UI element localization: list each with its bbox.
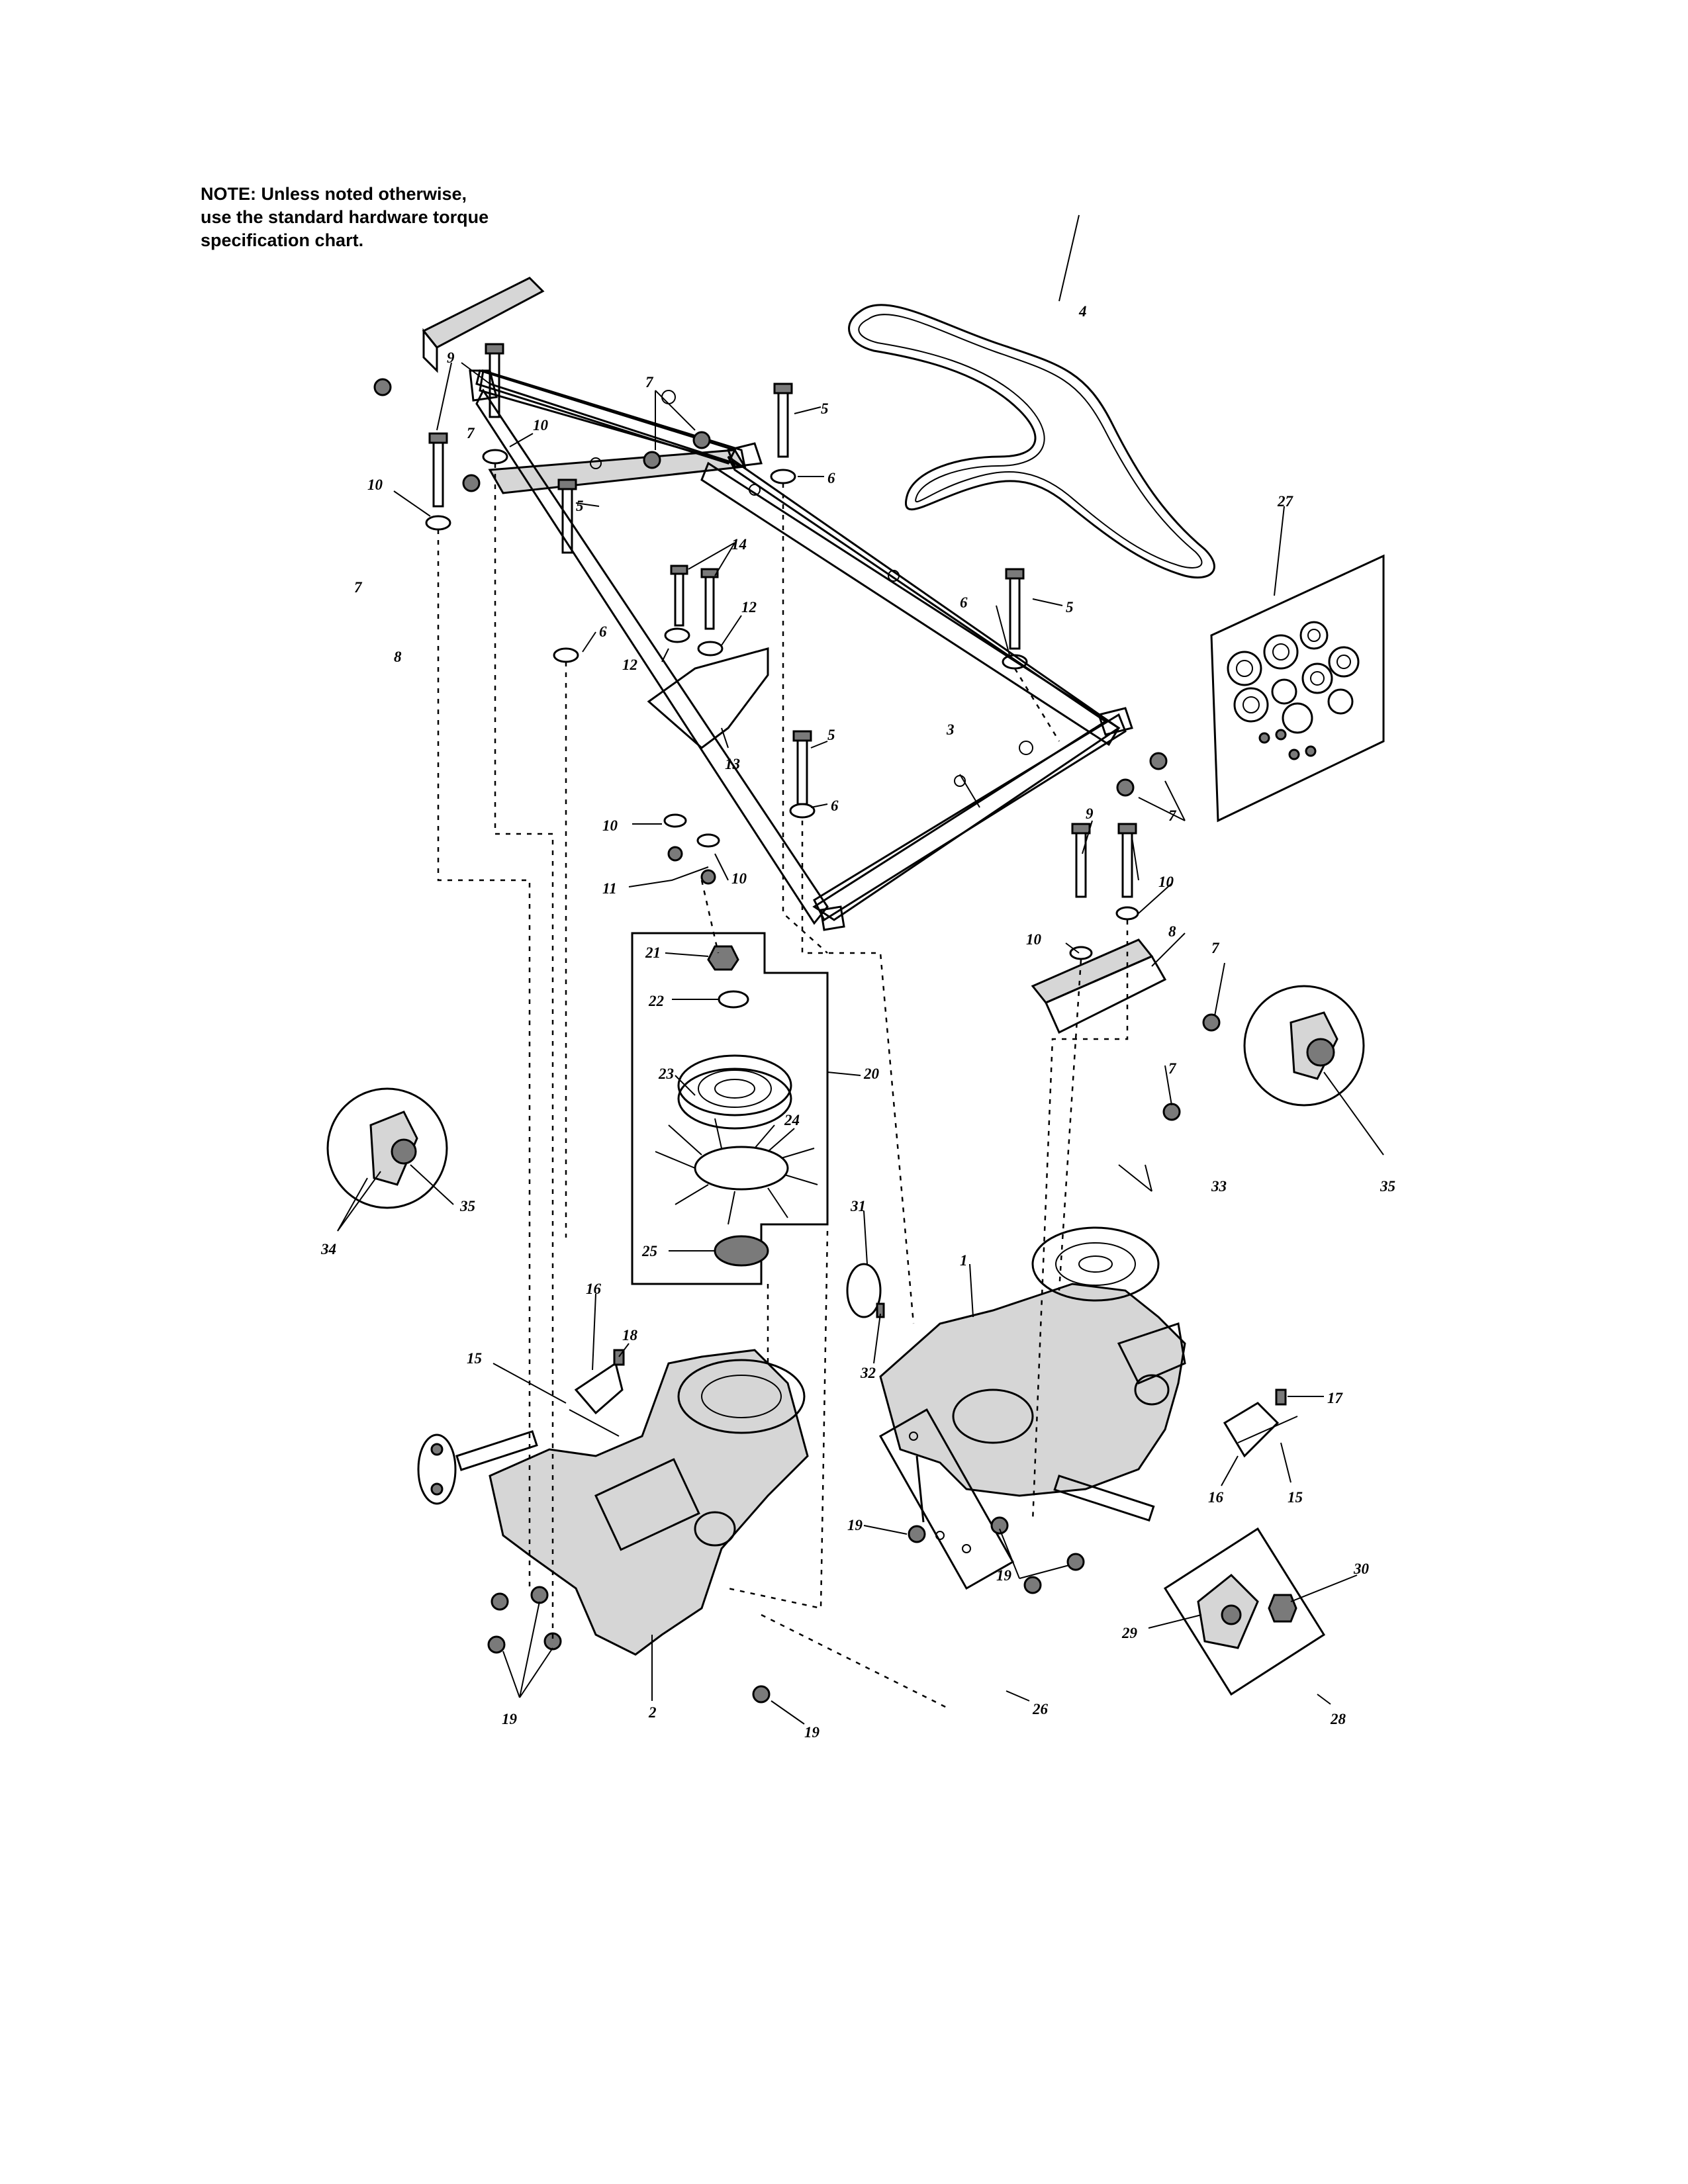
callout-26: 26 [1032, 1701, 1049, 1717]
callout-22: 22 [648, 993, 664, 1009]
callout-29: 29 [1121, 1625, 1138, 1641]
transaxle-right [879, 1226, 1186, 1522]
callout-16-left: 16 [586, 1281, 602, 1297]
callout-15-right: 15 [1288, 1489, 1303, 1506]
callout-25: 25 [641, 1243, 657, 1259]
callout-7-upper-left: 7 [467, 425, 475, 441]
callout-1: 1 [960, 1252, 968, 1269]
callout-6-lower: 6 [831, 797, 839, 814]
callout-19-left: 19 [502, 1711, 518, 1727]
callout-19-mid-left: 19 [847, 1517, 863, 1533]
note-line-3: specification chart. [201, 230, 364, 250]
callout-18: 18 [622, 1327, 638, 1343]
detail-circle-right [1243, 985, 1365, 1107]
callout-6-mid: 6 [599, 623, 607, 640]
callout-7-right-lower: 7 [1168, 1060, 1177, 1077]
callout-9-right: 9 [1086, 805, 1094, 822]
callout-3: 3 [946, 721, 955, 738]
callout-12-right: 12 [741, 599, 757, 615]
pulley-fan-kit-panel [631, 932, 829, 1285]
leader-lines [337, 214, 1384, 1725]
callout-7-far-right: 7 [1168, 807, 1177, 824]
detail-circle-left [326, 1087, 448, 1209]
callout-31: 31 [850, 1198, 866, 1214]
callout-20: 20 [863, 1066, 880, 1082]
callout-11: 11 [602, 880, 617, 897]
callout-33: 33 [1211, 1178, 1227, 1195]
callout-6-right: 6 [960, 594, 968, 611]
hardware-washers [425, 449, 1139, 960]
hardware-bolts [428, 343, 1137, 898]
mounting-plate [647, 647, 769, 749]
callout-7-left: 7 [354, 579, 363, 596]
callout-15-left: 15 [467, 1350, 482, 1367]
callout-10-lower-mid: 10 [731, 870, 747, 887]
assembly-lines [437, 463, 1129, 1709]
callout-2: 2 [648, 1704, 657, 1721]
lug-nuts [487, 1516, 1085, 1704]
callout-8-right: 8 [1168, 923, 1176, 940]
callout-35-right: 35 [1380, 1178, 1395, 1195]
callout-numbers: 9 10 7 10 5 7 8 7 5 6 4 5 6 6 14 12 12 1… [320, 303, 1395, 1741]
hardware-nuts [373, 378, 1221, 1121]
callout-10-left: 10 [367, 477, 383, 493]
callout-6-top: 6 [827, 470, 835, 486]
callout-5-left: 5 [576, 498, 584, 514]
callout-27: 27 [1277, 493, 1294, 510]
frame-weldment [469, 369, 1133, 931]
callout-17: 17 [1327, 1390, 1344, 1406]
note-line-2: use the standard hardware torque [201, 207, 489, 227]
callout-7-right-upper: 7 [1211, 940, 1220, 956]
callout-5-lower: 5 [827, 727, 835, 743]
callout-12-left: 12 [622, 657, 637, 673]
callout-8-left: 8 [394, 649, 402, 665]
callout-10-lower-left: 10 [602, 817, 618, 834]
control-arm-left [569, 1349, 625, 1437]
callout-32: 32 [860, 1365, 876, 1381]
callout-10-right-lower: 10 [1026, 931, 1042, 948]
bracket-left [422, 277, 545, 373]
torque-note: NOTE: Unless noted otherwise, use the st… [201, 183, 489, 252]
note-line-1: NOTE: Unless noted otherwise, [201, 184, 467, 204]
callout-9: 9 [447, 349, 455, 366]
callout-7-top: 7 [645, 374, 654, 390]
spacer-washer [846, 1263, 882, 1318]
seal-kit-panel [1210, 554, 1385, 823]
callout-5-top: 5 [821, 400, 829, 417]
transaxle-left [417, 1349, 809, 1656]
callout-10-top: 10 [533, 417, 549, 433]
bracket-right [1031, 938, 1167, 1034]
callout-14: 14 [731, 536, 747, 553]
callout-19-mid: 19 [996, 1567, 1012, 1584]
callout-10-right: 10 [1158, 874, 1174, 890]
callout-19-bottom: 19 [804, 1724, 820, 1741]
axle-hub-kit-panel [1163, 1527, 1326, 1696]
callout-28: 28 [1330, 1711, 1346, 1727]
callout-23: 23 [658, 1066, 674, 1082]
callout-13: 13 [725, 756, 740, 772]
callout-34: 34 [320, 1241, 336, 1257]
callout-30: 30 [1353, 1561, 1370, 1577]
callout-4: 4 [1078, 303, 1087, 320]
callout-24: 24 [784, 1112, 800, 1128]
callout-5-right: 5 [1066, 599, 1074, 615]
drive-belt [848, 304, 1215, 579]
callout-21: 21 [645, 944, 661, 961]
callout-35-left: 35 [459, 1198, 475, 1214]
control-arm-right [1223, 1388, 1298, 1458]
callout-16-right: 16 [1208, 1489, 1224, 1506]
